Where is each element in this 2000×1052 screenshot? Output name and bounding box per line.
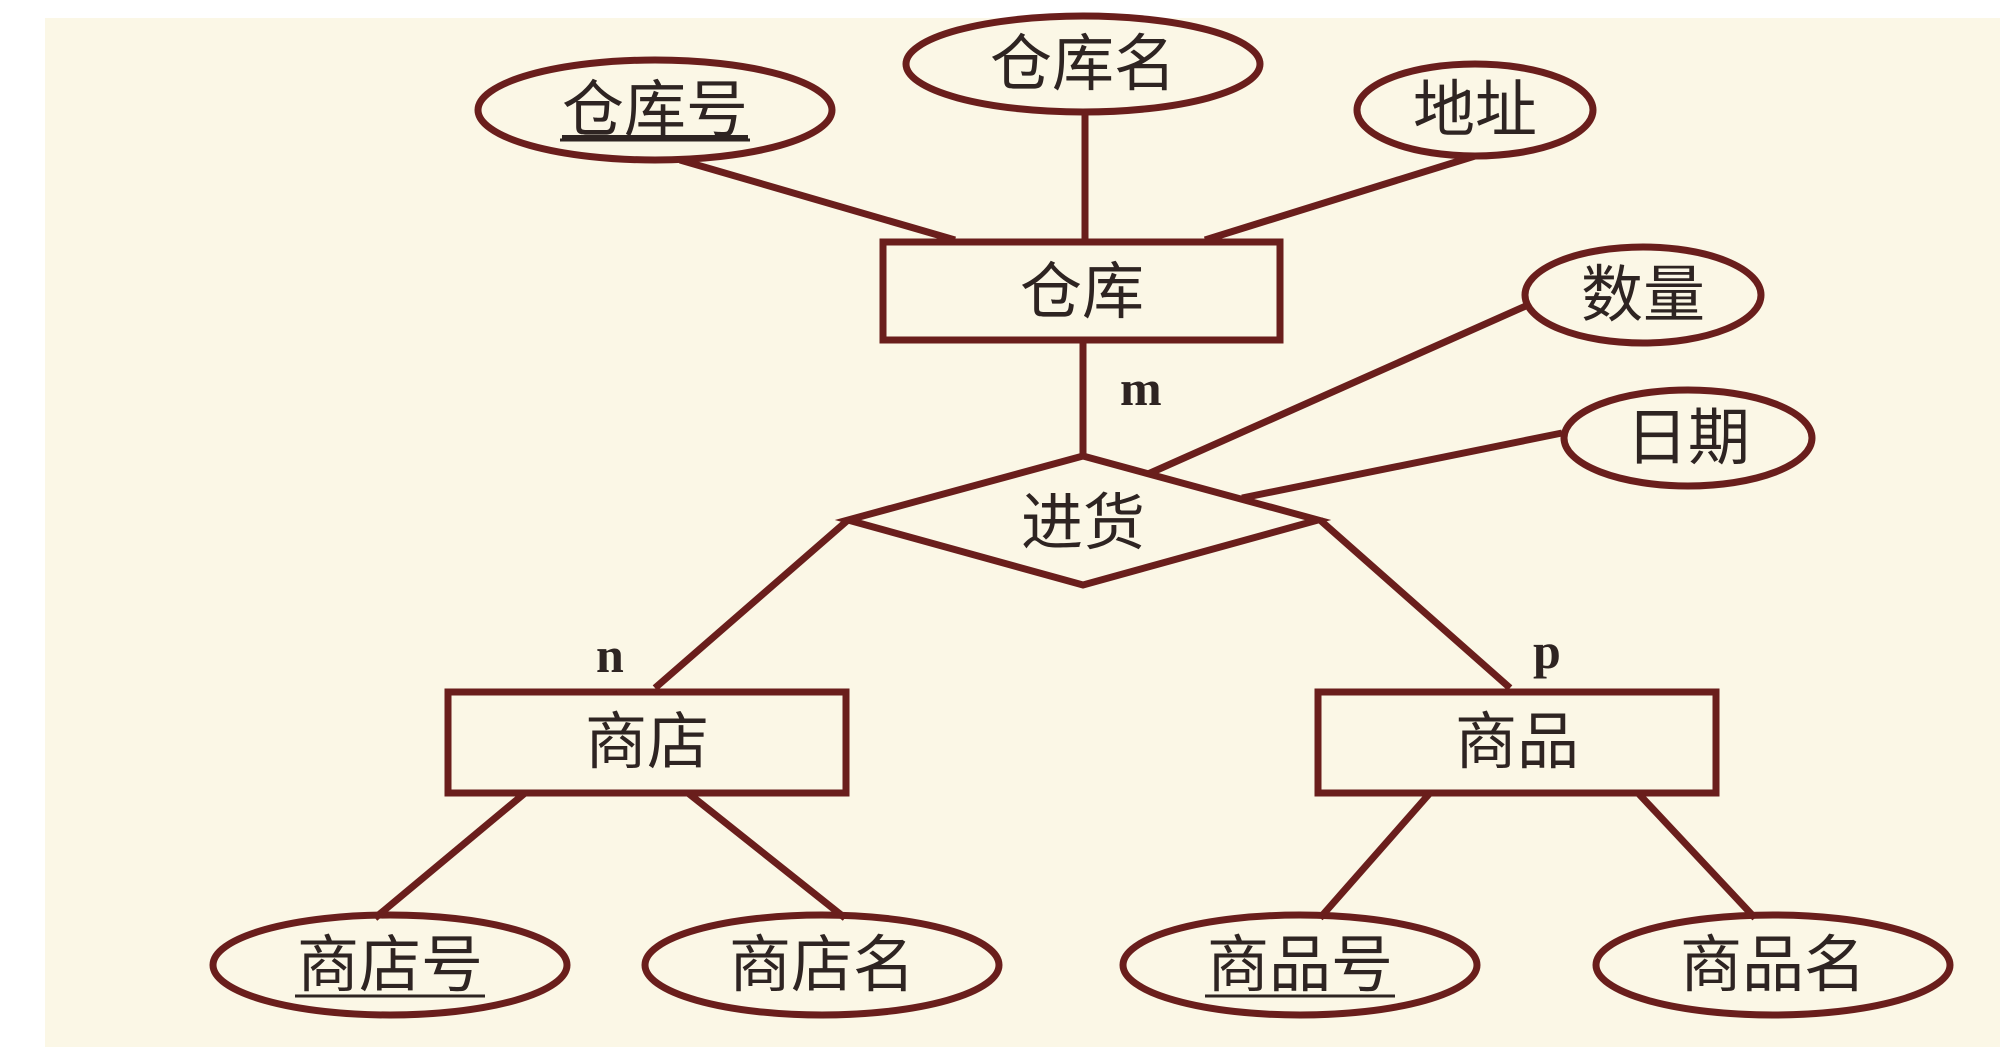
cardinality-product: p	[1533, 623, 1561, 679]
attribute-date-label: 日期	[1626, 401, 1750, 474]
link-warehouse-no	[679, 156, 956, 244]
link-quantity	[1146, 301, 1530, 478]
attribute-quantity-label: 数量	[1581, 258, 1705, 331]
relationship-purchase: 进货	[834, 452, 1332, 589]
link-purchase-store	[652, 517, 851, 691]
link-store-name	[685, 790, 848, 921]
link-purchase-product	[1317, 517, 1513, 691]
entity-store: 商店	[444, 688, 850, 797]
entity-store-label: 商店	[585, 705, 709, 778]
link-product-no	[1317, 790, 1433, 921]
diagram-background	[45, 18, 2000, 1047]
link-date	[1241, 429, 1563, 502]
attribute-store-name: 商店名	[641, 911, 1003, 1019]
attribute-product-name-label: 商品名	[1680, 928, 1866, 1001]
attribute-product-no: 商品号	[1119, 911, 1481, 1019]
attribute-store-no-label: 商店号	[297, 928, 483, 1001]
link-product-name	[1635, 790, 1758, 921]
entity-warehouse-label: 仓库	[1020, 255, 1144, 328]
attribute-warehouse-name-label: 仓库名	[990, 27, 1176, 100]
entity-warehouse: 仓库	[879, 238, 1284, 344]
relationship-purchase-label: 进货	[1021, 486, 1145, 559]
entity-product-label: 商品	[1455, 705, 1579, 778]
link-address	[1203, 152, 1477, 244]
attribute-warehouse-no-label: 仓库号	[562, 73, 748, 146]
attribute-address-label: 地址	[1413, 73, 1537, 146]
cardinality-warehouse: m	[1120, 360, 1162, 416]
cardinality-store: n	[596, 627, 624, 683]
link-store-no	[372, 790, 528, 921]
attribute-date: 日期	[1560, 386, 1816, 490]
attribute-store-name-label: 商店名	[729, 928, 915, 1001]
attribute-address: 地址	[1353, 60, 1597, 160]
attribute-quantity: 数量	[1521, 243, 1765, 347]
attribute-product-name: 商品名	[1592, 911, 1954, 1019]
attribute-store-no: 商店号	[209, 911, 571, 1019]
attribute-product-no-label: 商品号	[1207, 928, 1393, 1001]
attribute-warehouse-name: 仓库名	[902, 12, 1264, 116]
attribute-warehouse-no: 仓库号	[474, 56, 836, 164]
entity-product: 商品	[1314, 688, 1720, 797]
